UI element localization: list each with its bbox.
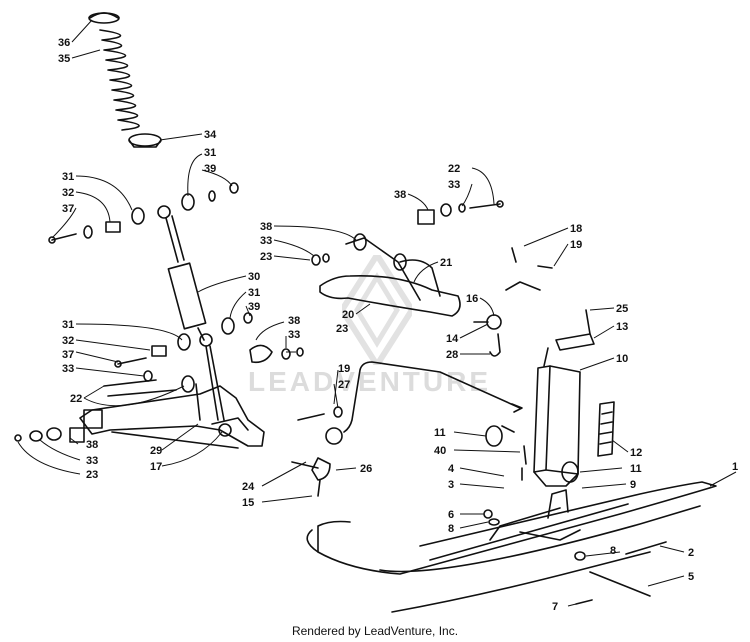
callout-32: 32	[62, 187, 74, 199]
spring-cap-icon	[88, 12, 120, 24]
callout-30: 30	[248, 271, 260, 283]
spindle-plate-icon	[597, 401, 615, 457]
upper-a-arm-icon	[319, 233, 461, 317]
shock-upper-hardware-icon	[48, 182, 239, 244]
callout-33: 33	[288, 329, 300, 341]
callout-2: 2	[688, 547, 694, 559]
callout-31: 31	[248, 287, 260, 299]
callout-39: 39	[248, 301, 260, 313]
callout-33: 33	[86, 455, 98, 467]
shock-lower-hardware-icon	[114, 312, 304, 382]
callout-17: 17	[150, 461, 162, 473]
callout-23: 23	[336, 323, 348, 335]
ski-icon	[306, 481, 717, 613]
callout-labels: 36 35 34 31 39 31 32 37 22 33 38 38 33 2…	[58, 37, 738, 613]
callout-22: 22	[70, 393, 82, 405]
callout-33: 33	[448, 179, 460, 191]
callout-38: 38	[394, 189, 406, 201]
callout-19: 19	[570, 239, 582, 251]
callout-35: 35	[58, 53, 70, 65]
callout-11: 11	[434, 427, 446, 439]
callout-7: 7	[552, 601, 558, 613]
callout-4: 4	[448, 463, 455, 475]
callout-13: 13	[616, 321, 628, 333]
lower-a-arm-icon	[79, 383, 265, 449]
leader-lines	[17, 19, 737, 607]
callout-5: 5	[688, 571, 694, 583]
callout-6: 6	[448, 509, 454, 521]
callout-29: 29	[150, 445, 162, 457]
callout-37: 37	[62, 203, 74, 215]
callout-28: 28	[446, 349, 458, 361]
callout-1: 1	[732, 461, 738, 473]
callout-3: 3	[448, 479, 454, 491]
callout-33: 33	[260, 235, 272, 247]
callout-18: 18	[570, 223, 582, 235]
callout-32: 32	[62, 335, 74, 347]
callout-23: 23	[86, 469, 98, 481]
spring-seat-icon	[128, 133, 162, 148]
shock-absorber-icon	[157, 205, 225, 421]
callout-38: 38	[288, 315, 300, 327]
callout-36: 36	[58, 37, 70, 49]
spindle-icon	[533, 309, 595, 487]
upper-arm-hardware-icon	[311, 200, 504, 266]
watermark-text: LEADVENTURE	[248, 366, 492, 397]
callout-40: 40	[434, 445, 446, 457]
ball-joint-icon	[291, 457, 331, 497]
callout-25: 25	[616, 303, 628, 315]
callout-33: 33	[62, 363, 74, 375]
callout-19: 19	[338, 363, 350, 375]
callout-37: 37	[62, 349, 74, 361]
footer-credit: Rendered by LeadVenture, Inc.	[291, 624, 459, 638]
callout-24: 24	[242, 481, 255, 493]
spindle-bushing-icon	[485, 425, 579, 483]
steering-rod-icon	[297, 361, 523, 445]
callout-20: 20	[342, 309, 354, 321]
callout-38: 38	[260, 221, 272, 233]
callout-15: 15	[242, 497, 254, 509]
callout-31: 31	[62, 171, 74, 183]
lower-arm-hardware-icon	[14, 375, 195, 443]
callout-10: 10	[616, 353, 628, 365]
callout-23: 23	[260, 251, 272, 263]
callout-31: 31	[204, 147, 216, 159]
coil-spring-icon	[99, 29, 140, 131]
callout-11: 11	[630, 463, 642, 475]
callout-31: 31	[62, 319, 74, 331]
callout-8: 8	[610, 545, 616, 557]
callout-39: 39	[204, 163, 216, 175]
callout-16: 16	[466, 293, 478, 305]
callout-9: 9	[630, 479, 636, 491]
callout-12: 12	[630, 447, 642, 459]
callout-34: 34	[204, 129, 217, 141]
callout-14: 14	[446, 333, 459, 345]
callout-27: 27	[338, 379, 350, 391]
leadventure-logo-icon	[342, 255, 412, 365]
callout-22: 22	[448, 163, 460, 175]
callout-26: 26	[360, 463, 372, 475]
callout-21: 21	[440, 257, 452, 269]
callout-8: 8	[448, 523, 454, 535]
tie-rod-end-icon	[473, 247, 553, 357]
callout-38: 38	[86, 439, 98, 451]
